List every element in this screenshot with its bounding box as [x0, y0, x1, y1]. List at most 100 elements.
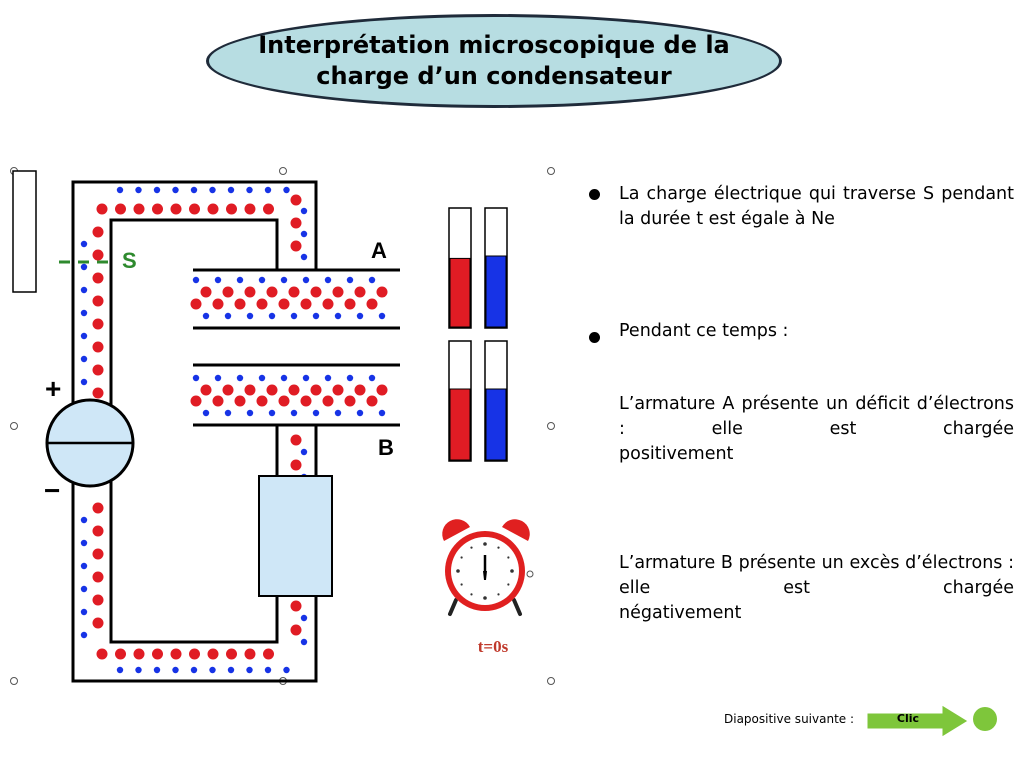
clock-tick: [460, 556, 463, 559]
positive-ion: [366, 395, 378, 407]
electron: [246, 409, 254, 417]
electron: [246, 186, 253, 194]
electron: [300, 253, 308, 261]
electron: [224, 312, 232, 320]
positive-ion: [92, 387, 104, 399]
capacitor-plate-b: [193, 363, 400, 427]
positive-ion: [354, 384, 366, 396]
electron: [300, 207, 308, 215]
paragraph-plate-b: L’armature B présente un excès d’électro…: [619, 551, 1014, 626]
electron: [190, 666, 198, 674]
positive-ion: [170, 203, 182, 215]
electron: [258, 276, 266, 284]
positive-ion: [190, 298, 202, 310]
electron: [356, 312, 364, 320]
electron: [312, 409, 320, 417]
electron: [280, 276, 288, 284]
go-circle-icon[interactable]: [973, 707, 997, 731]
electron: [172, 666, 179, 674]
electron: [80, 585, 88, 593]
electron: [214, 276, 222, 284]
clock-tick: [497, 593, 500, 596]
electron: [290, 312, 298, 320]
positive-ion: [96, 203, 108, 215]
positive-ion: [300, 395, 312, 407]
electron: [378, 312, 386, 320]
resistor: [258, 475, 333, 597]
positive-ion: [344, 298, 356, 310]
electron: [246, 666, 253, 674]
positive-ion: [332, 384, 344, 396]
electron: [80, 286, 88, 294]
positive-ion: [133, 648, 145, 660]
positive-ion: [290, 194, 302, 206]
electron: [153, 186, 161, 194]
capacitor-plate-a: [193, 268, 400, 330]
electron: [258, 374, 266, 382]
positive-ion: [256, 298, 268, 310]
electron: [324, 276, 332, 284]
electron: [346, 276, 354, 284]
paragraph-plate-b-line1: L’armature B présente un excès d’électro…: [619, 553, 1014, 598]
arrow-right-icon: [866, 704, 969, 738]
electron: [378, 409, 386, 417]
clock-tick: [507, 556, 510, 559]
positive-ion: [332, 286, 344, 298]
positive-ion: [189, 203, 200, 215]
selection-handles: [10, 167, 555, 685]
surface-s-label: S: [122, 248, 137, 273]
bullet-marker: [589, 189, 600, 200]
electron: [80, 539, 88, 547]
electron: [300, 448, 308, 456]
positive-ion: [244, 203, 256, 215]
positive-ion: [222, 286, 234, 298]
paragraph-plate-a: L’armature A présente un déficit d’élect…: [619, 392, 1014, 467]
positive-ion: [92, 571, 104, 583]
electron: [368, 374, 376, 382]
electron: [80, 240, 88, 248]
positive-ion: [207, 648, 219, 660]
electron: [300, 638, 308, 646]
positive-ion: [92, 364, 104, 376]
electron: [356, 409, 364, 417]
clock-tick: [510, 569, 514, 573]
paragraph-plate-b-line2: négativement: [619, 603, 742, 623]
positive-ion: [152, 203, 163, 215]
plate-a-label: A: [371, 238, 387, 263]
electron: [80, 355, 88, 363]
electron: [209, 666, 216, 674]
positive-ion: [366, 298, 378, 310]
electron: [116, 186, 124, 194]
positive-ion: [212, 298, 224, 310]
bullet-2-text: Pendant ce temps :: [619, 321, 789, 341]
positive-ion: [244, 286, 256, 298]
positive-ion: [152, 648, 163, 660]
charge-gauge-fill: [485, 388, 507, 461]
positive-ion: [96, 648, 108, 660]
positive-ion: [92, 318, 104, 330]
positive-ion: [115, 648, 126, 660]
positive-ion: [376, 384, 388, 396]
electron: [236, 276, 244, 284]
electron: [300, 230, 308, 238]
positive-ion: [256, 395, 268, 407]
electron: [224, 409, 232, 417]
electron: [80, 608, 88, 616]
bullet-marker: [589, 332, 600, 343]
positive-ion: [263, 648, 274, 660]
positive-ion: [189, 648, 200, 660]
electron: [246, 312, 254, 320]
next-slide-button[interactable]: [866, 704, 970, 738]
electron: [302, 276, 310, 284]
positive-ion: [290, 624, 302, 636]
positive-ion: [290, 434, 302, 446]
positive-ion: [226, 203, 237, 215]
clock-tick: [483, 542, 487, 546]
positive-ion: [212, 395, 224, 407]
positive-ion: [244, 384, 256, 396]
electron: [302, 374, 310, 382]
electron: [236, 374, 244, 382]
clic-label[interactable]: Clic: [896, 712, 920, 725]
electron: [116, 666, 124, 674]
minus-terminal-label: −: [44, 475, 60, 506]
